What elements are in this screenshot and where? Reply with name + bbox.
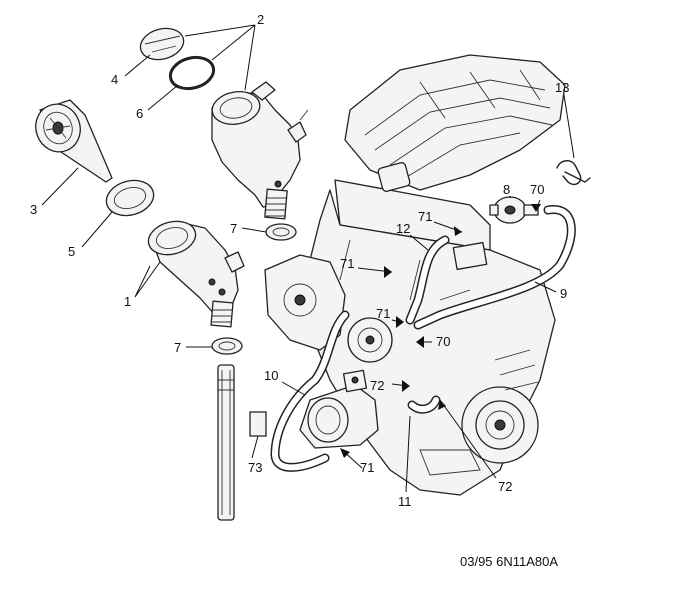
arrowheads <box>340 204 541 458</box>
thermostat-housing-upper <box>139 27 309 220</box>
label-12: 12 <box>396 221 410 236</box>
housing-1 <box>147 220 245 328</box>
label-73: 73 <box>248 460 262 475</box>
callout-labels: 2 4 6 3 5 1 7 7 13 8 70 9 12 71 71 71 70… <box>30 12 569 509</box>
label-2: 2 <box>257 12 264 27</box>
label-7-lower: 7 <box>174 340 181 355</box>
label-72-left: 72 <box>370 378 384 393</box>
label-72-right: 72 <box>498 479 512 494</box>
o-ring-7-lower <box>211 337 243 355</box>
label-10: 10 <box>264 368 278 383</box>
label-8: 8 <box>503 182 510 197</box>
label-3: 3 <box>30 202 37 217</box>
filler-cap-3 <box>35 99 113 183</box>
tag-73 <box>249 411 267 437</box>
label-9: 9 <box>560 286 567 301</box>
valve-8 <box>489 196 539 224</box>
label-4: 4 <box>111 72 118 87</box>
clip-13 <box>556 160 591 186</box>
label-71-top: 71 <box>418 209 432 224</box>
seal-ring-5 <box>105 179 155 217</box>
label-1: 1 <box>124 294 131 309</box>
thermostat-housing-lower <box>299 369 379 449</box>
label-70-mid: 70 <box>436 334 450 349</box>
o-ring-7-upper <box>265 223 297 241</box>
label-71-center: 71 <box>376 306 390 321</box>
dipstick-tube <box>217 364 235 521</box>
reference-code: 03/95 6N11A80A <box>460 554 558 569</box>
label-71-bottom: 71 <box>360 460 374 475</box>
label-11: 11 <box>398 494 412 509</box>
label-5: 5 <box>68 244 75 259</box>
label-70-top: 70 <box>530 182 544 197</box>
label-71-mid-left: 71 <box>340 256 354 271</box>
label-13: 13 <box>555 80 569 95</box>
hoses <box>270 205 576 472</box>
label-6: 6 <box>136 106 143 121</box>
label-7-upper: 7 <box>230 221 237 236</box>
